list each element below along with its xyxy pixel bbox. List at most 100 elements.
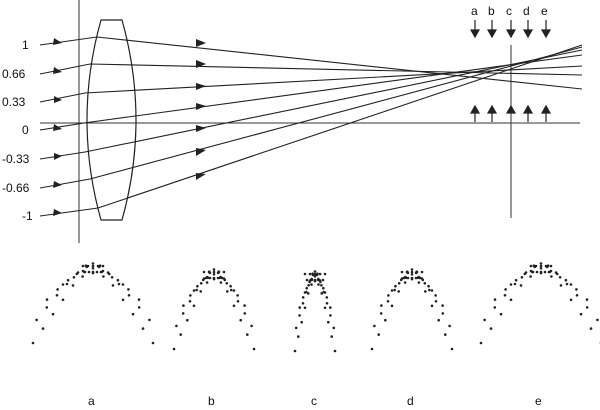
spot-dot [230,288,233,292]
spot-dot [404,276,408,280]
spot-dot [403,281,407,284]
spot-dot [410,273,414,276]
ray [39,49,583,160]
spot-dot [397,282,401,285]
arrow-icon [196,60,206,68]
spot-dot [393,288,397,292]
arrow-icon [196,39,206,47]
ray-height-label: -1 [22,209,33,223]
spot-dot [317,283,320,286]
spot-dot [405,270,409,274]
spot-dot [116,278,120,282]
spot-dot [504,288,507,291]
spot-dot [99,270,103,274]
spot-dot [96,264,100,268]
spot-dot [300,320,304,324]
spot-dot [493,298,497,301]
spot-dot [430,304,434,308]
spot-dot [195,288,198,292]
spot-dot [420,277,424,280]
spot-dot [212,276,216,280]
spot-dot [441,312,445,315]
spot-dot [313,272,317,276]
spot-dot [217,270,221,274]
spot-dot [307,292,310,295]
spot-dot [379,312,383,315]
spot-dot [83,270,87,274]
spot-label: e [535,394,542,408]
spot-dot [550,275,553,278]
arrow-icon [53,67,62,74]
down-arrow-icon [486,29,498,39]
plane-label: b [488,4,495,18]
spot-dot [310,283,313,286]
spot-dot [519,284,523,287]
spot-dot [243,304,246,307]
spot-dot [390,289,394,292]
spot-dot [565,282,569,286]
spot-dot [250,324,253,328]
spot-dot [317,278,321,282]
arrow-icon [196,125,206,132]
spot-dot [575,294,579,297]
spot-dot [225,282,229,285]
ray-height-label: 0 [22,123,29,137]
spot-dot [499,312,503,316]
spot-dot [384,318,387,322]
spot-dot [220,276,224,280]
up-arrow-icon [522,104,534,114]
ray-height-label: -0.66 [2,181,30,195]
spot-dot [66,278,70,282]
spot-dot [186,318,189,322]
spot-dot [311,273,315,277]
spot-dot [61,298,65,302]
spot-dot [212,270,216,274]
plane-label: c [506,4,512,18]
spot-dot [323,272,327,276]
spot-dot [71,284,75,287]
spot-dot [424,290,427,293]
spot-dot [91,267,95,270]
spot-dot [106,271,110,274]
spot-dot [325,296,329,299]
spot-dot [202,277,206,280]
spot-dot [232,304,236,308]
spot-dot [564,278,568,282]
arrow-icon [196,83,206,90]
arrow-icon [54,96,62,103]
spot-dot [45,298,49,301]
spot-dot [547,270,551,274]
spot-label: a [88,394,95,408]
lens [86,19,137,221]
spot-dot [387,294,390,297]
spot-dot [294,326,298,330]
up-arrow-icon [505,104,517,114]
spot-dot [323,306,327,310]
spot-dot [212,273,216,276]
spot-dot [137,306,141,309]
spot-dot [188,300,192,303]
spot-dot [297,335,300,338]
spot-dot [309,278,313,282]
spot-dot [205,281,209,284]
spot-dot [406,276,410,280]
spot-dot [332,326,336,330]
plane-label: d [523,4,530,18]
spot-dot [509,283,513,286]
spot-dot [212,268,216,271]
spot-dot [539,267,543,270]
spot-dot [95,270,99,274]
spot-dot [81,275,84,278]
spot-dot [585,298,589,301]
arrow-icon [54,153,62,160]
spot-dot [181,312,185,315]
spot-dot [141,327,145,330]
spot-dot [222,270,226,274]
arrow-icon [53,38,62,45]
spot-dot [65,282,69,286]
spot-dot [206,276,210,280]
spot-dot [189,294,192,297]
spot-dot [524,271,528,274]
spot-dot [207,270,211,274]
spot-dot [222,277,226,280]
